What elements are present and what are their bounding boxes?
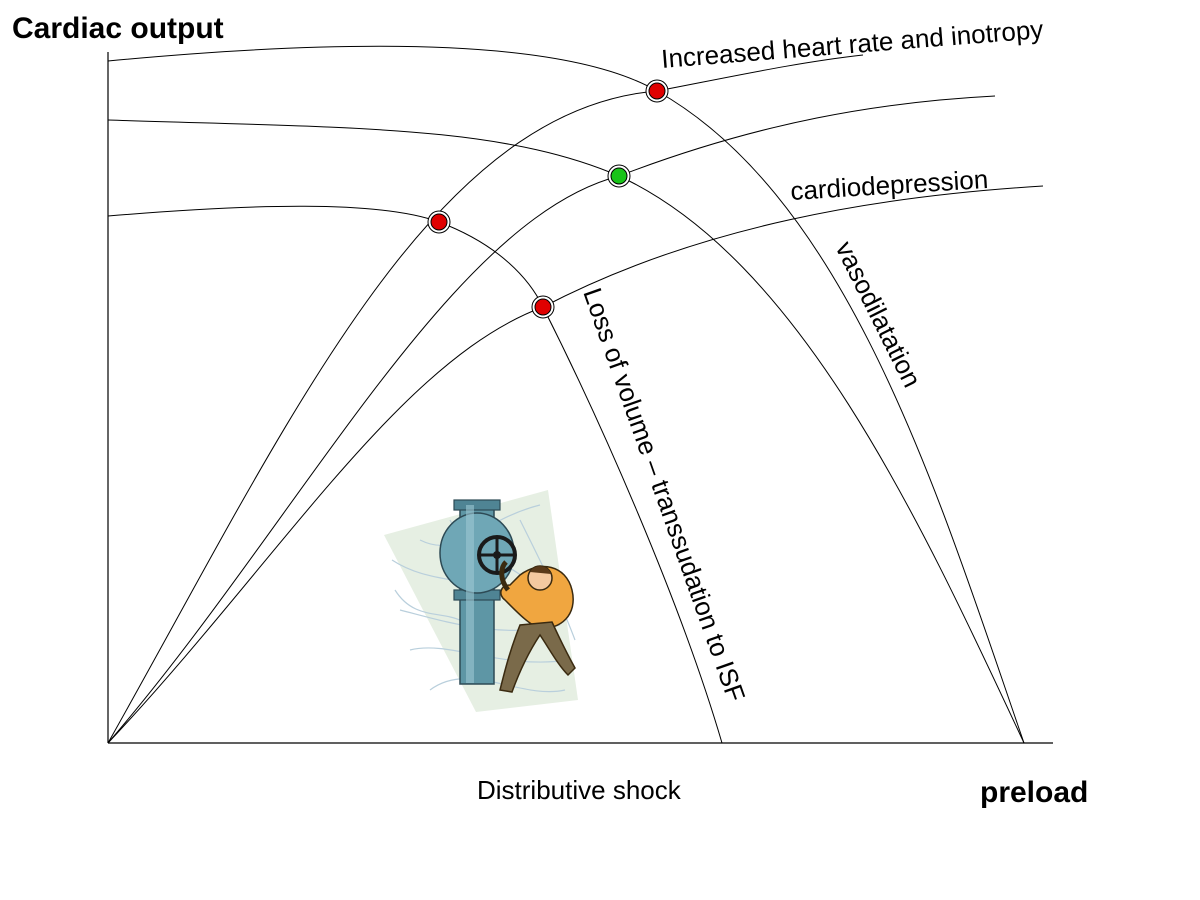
cardiodepression-label: cardiodepression <box>790 164 989 206</box>
cardiodepression-point <box>531 295 555 319</box>
venous-return-normal <box>107 119 1025 744</box>
x-axis-label: preload <box>980 776 1088 809</box>
normal-point <box>607 164 631 188</box>
vasodilatation-label: vasodilatation <box>830 236 928 392</box>
cardiac-curve-cardiodepression <box>107 185 1044 744</box>
venous-return-vasodilatation <box>107 45 1025 744</box>
volume-loss-point <box>427 210 451 234</box>
loss-of-volume-label: Loss of volume – transsudation to ISF <box>577 284 751 705</box>
chart-caption: Distributive shock <box>477 775 682 805</box>
venous-return-volume-loss <box>107 205 723 744</box>
y-axis-label: Cardiac output <box>12 12 224 45</box>
valve-worker-icon <box>384 490 578 712</box>
increased-hr-point <box>645 79 669 103</box>
equilibrium-points <box>427 79 669 319</box>
cardiac-curve-normal <box>107 95 996 744</box>
increased-hr-label: Increased heart rate and inotropy <box>660 14 1044 74</box>
